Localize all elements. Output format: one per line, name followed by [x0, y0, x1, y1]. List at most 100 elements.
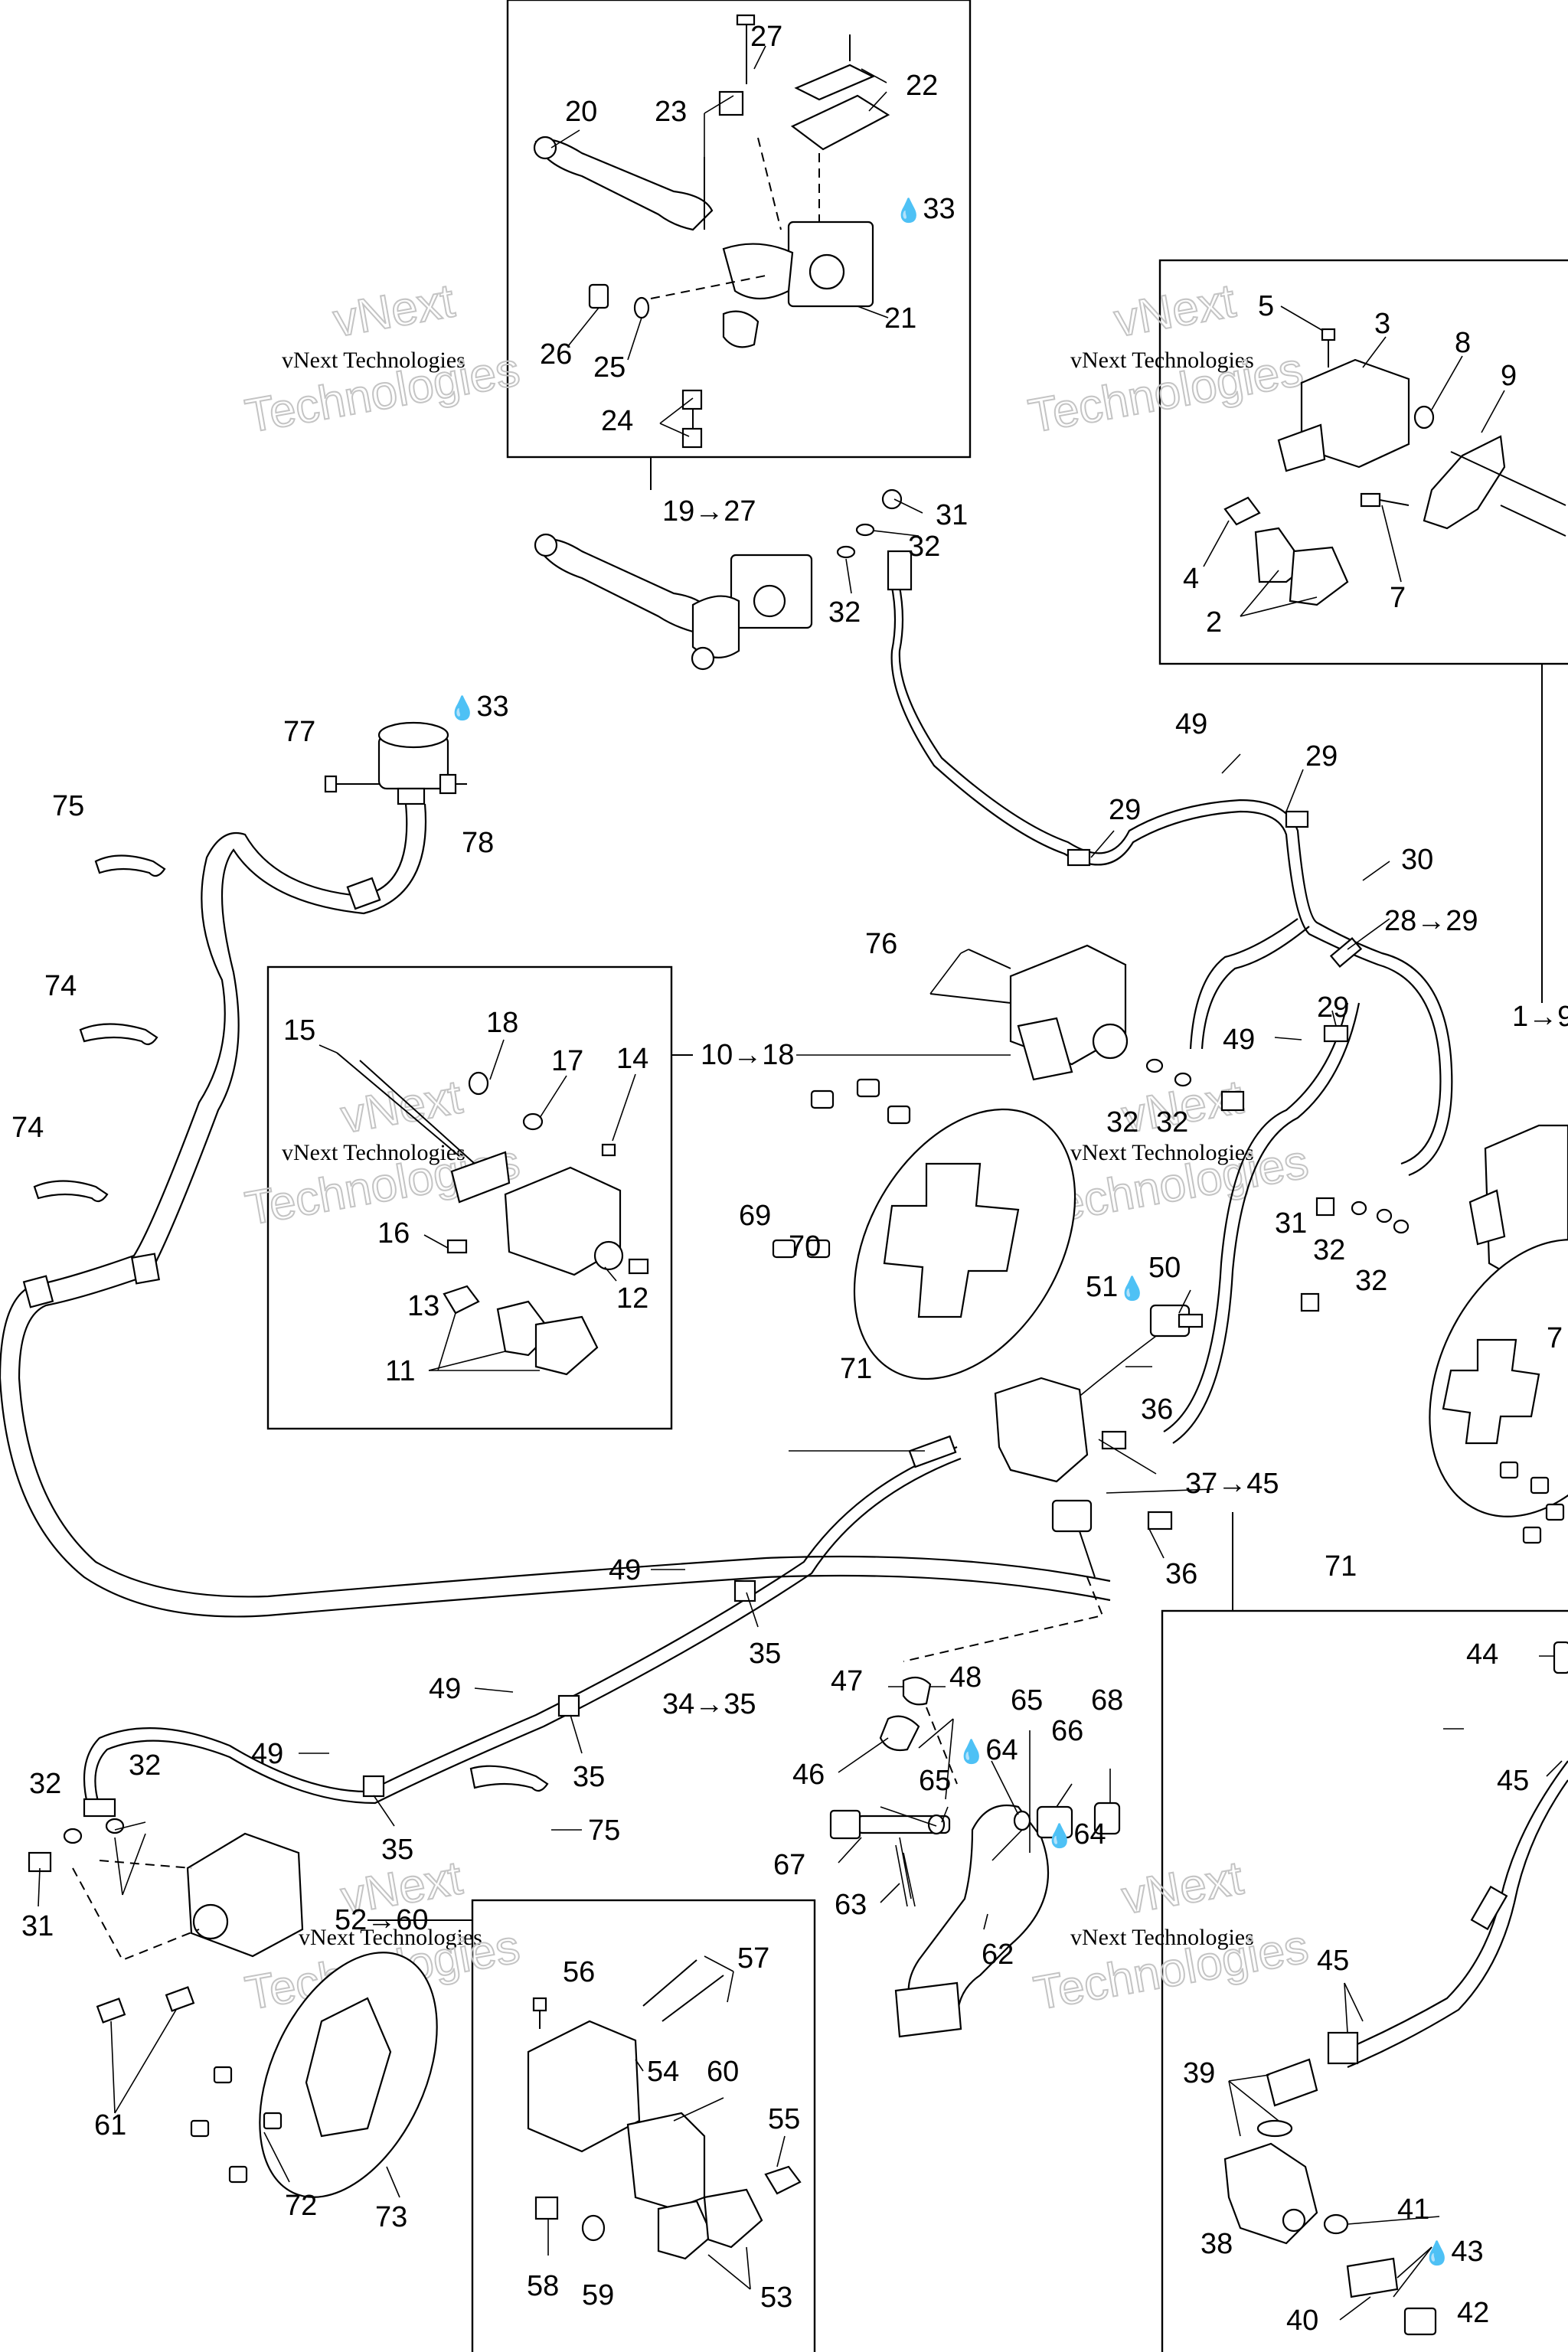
rear-caliper-assembly	[28, 1818, 304, 2024]
label-23: 23	[655, 96, 687, 128]
label-76: 76	[865, 928, 897, 960]
label-40: 40	[1286, 2305, 1318, 2337]
front-left-caliper-exploded	[336, 1052, 649, 1376]
label-31-c: 31	[21, 1910, 54, 1942]
label-36-b: 36	[1165, 1558, 1197, 1590]
label-10-18: 10→18	[701, 1039, 795, 1071]
distribution-block	[903, 1377, 1173, 1662]
label-48: 48	[949, 1661, 982, 1694]
label-21: 21	[884, 302, 916, 335]
part-labels: 20 23 27 22 💧33 21 26 25 24 19→27 31 32 …	[11, 21, 1568, 2337]
label-54: 54	[647, 2056, 679, 2088]
label-51: 51💧	[1086, 1271, 1147, 1303]
label-19-27: 19→27	[662, 495, 756, 528]
label-65-a: 65	[1011, 1684, 1043, 1717]
label-32-g: 32	[29, 1768, 61, 1800]
inset-connectors	[368, 457, 1543, 1921]
label-39: 39	[1183, 2057, 1215, 2089]
label-62: 62	[982, 1939, 1014, 1971]
label-38: 38	[1200, 2228, 1233, 2260]
label-46: 46	[792, 1759, 825, 1791]
label-29-b: 29	[1109, 794, 1141, 826]
leaders-rear-inset	[547, 1955, 786, 2290]
label-32-c: 32	[1106, 1106, 1138, 1138]
label-35-a: 35	[749, 1638, 781, 1670]
label-60: 60	[707, 2056, 739, 2088]
svg-text:vNext: vNext	[1110, 274, 1239, 347]
label-49-e: 49	[251, 1738, 283, 1770]
cable-ties-left	[33, 854, 166, 1203]
label-12: 12	[616, 1282, 648, 1315]
front-left-disc	[772, 1078, 1076, 1380]
label-49-b: 49	[1223, 1024, 1255, 1056]
label-33-reservoir: 💧33	[448, 691, 509, 723]
label-59: 59	[582, 2279, 614, 2311]
watermark-6: vNext vNext Technologies Technologies	[1029, 1851, 1312, 2020]
label-9: 9	[1501, 360, 1517, 392]
label-66: 66	[1051, 1715, 1083, 1747]
label-37-45: 37→45	[1185, 1468, 1279, 1500]
front-left-caliper-assembly	[929, 944, 1245, 1112]
label-75-center: 75	[588, 1815, 620, 1847]
label-11: 11	[385, 1355, 415, 1387]
label-28-29: 28→29	[1384, 905, 1478, 937]
label-70: 70	[789, 1230, 821, 1263]
front-brake-lines	[836, 488, 1453, 1444]
rear-disc	[190, 1952, 438, 2198]
reservoir-hose	[0, 803, 1111, 1618]
label-36-a: 36	[1141, 1393, 1173, 1426]
label-71-right: 71	[1325, 1550, 1357, 1583]
inset-master-cylinder-box	[506, 0, 972, 459]
watermark-3: vNext vNext Technologies Technologies	[240, 1070, 524, 1236]
label-7-right: 7	[1547, 1322, 1563, 1354]
label-18: 18	[486, 1007, 518, 1039]
rear-caliper-exploded	[527, 1959, 802, 2260]
label-56: 56	[563, 1956, 595, 1988]
label-44: 44	[1466, 1638, 1498, 1671]
label-74-lower: 74	[11, 1112, 44, 1144]
label-68: 68	[1091, 1684, 1123, 1717]
label-72: 72	[285, 2190, 317, 2222]
front-right-caliper-assembly	[1300, 1124, 1568, 1544]
svg-text:vNext Technologies: vNext Technologies	[1070, 1925, 1254, 1950]
svg-text:vNext Technologies: vNext Technologies	[1070, 1140, 1254, 1165]
label-13: 13	[407, 1290, 439, 1322]
label-61: 61	[94, 2109, 126, 2141]
label-5: 5	[1258, 290, 1274, 322]
label-45-b: 45	[1317, 1945, 1349, 1977]
label-3: 3	[1374, 308, 1390, 340]
label-41: 41	[1397, 2194, 1429, 2226]
label-20: 20	[565, 96, 597, 128]
label-78: 78	[462, 827, 494, 859]
inset-front-right-caliper-box	[1158, 259, 1568, 665]
label-52-60: 52→60	[335, 1904, 429, 1936]
label-32-top-b: 32	[828, 596, 861, 629]
label-71-left: 71	[840, 1353, 872, 1385]
leaders-rear-master	[1228, 1760, 1563, 2321]
svg-text:vNext Technologies: vNext Technologies	[282, 348, 466, 373]
label-42: 42	[1457, 2297, 1489, 2329]
label-1-9: 1→9	[1512, 1001, 1568, 1033]
inset-master-cylinder-rear-box	[1161, 1609, 1568, 2352]
label-74-upper: 74	[44, 970, 77, 1002]
label-14: 14	[616, 1043, 648, 1075]
master-cylinder-assembly	[534, 533, 813, 671]
label-45-a: 45	[1497, 1765, 1529, 1797]
svg-text:vNext Technologies: vNext Technologies	[299, 1925, 482, 1950]
label-29-a: 29	[1305, 740, 1338, 773]
label-2: 2	[1206, 606, 1222, 639]
rear-brake-reservoir	[324, 721, 467, 805]
label-31-top: 31	[936, 499, 968, 531]
label-35-c: 35	[381, 1834, 413, 1866]
front-caliper-right-exploded	[1223, 328, 1566, 606]
label-67: 67	[773, 1849, 805, 1881]
label-77: 77	[283, 716, 315, 748]
label-49-a: 49	[1175, 708, 1207, 740]
label-34-35: 34→35	[662, 1688, 756, 1720]
label-64-b: 💧64	[1045, 1818, 1106, 1851]
label-25: 25	[593, 351, 626, 384]
label-69: 69	[739, 1200, 771, 1232]
label-31-b: 31	[1275, 1207, 1307, 1240]
watermark-1: vNext vNext Technologies Technologies	[240, 273, 524, 443]
